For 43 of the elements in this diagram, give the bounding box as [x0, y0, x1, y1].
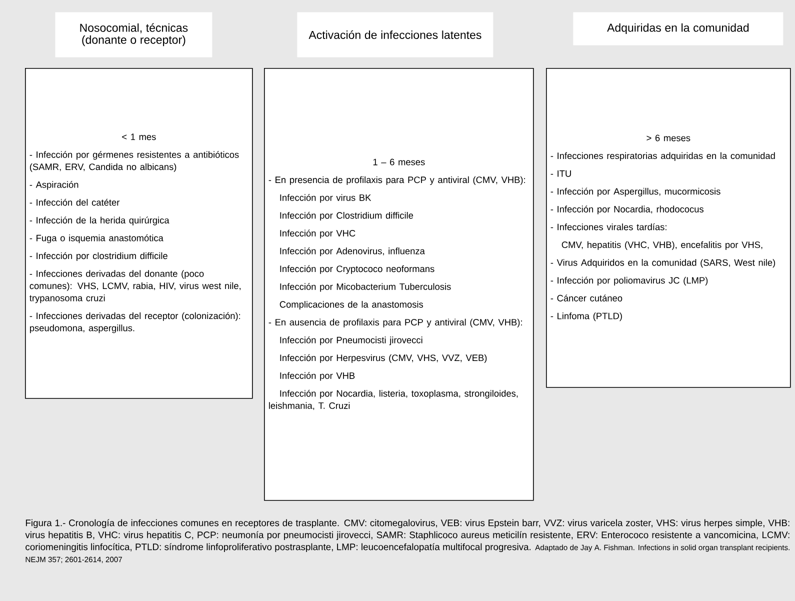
list-box	[546, 68, 791, 388]
period-heading: 1 – 6 meses	[373, 158, 425, 166]
list-item: - Linfoma (PTLD)	[550, 312, 622, 322]
period-heading: < 1 mes	[122, 134, 156, 140]
list-box	[264, 68, 534, 501]
heading-box: Adquiridas en la comunidad	[573, 12, 784, 46]
list-item: Infección por VHB	[280, 372, 355, 381]
list-item: Infección por Cryptococo neoformans	[280, 265, 434, 274]
list-item: Infección por virus BK	[280, 194, 372, 203]
list-item: - Infección del catéter	[30, 198, 120, 206]
list-box	[25, 68, 253, 399]
list-item: Complicaciones de la anastomosis	[280, 300, 423, 310]
list-item: Infección por Nocardia, listeria, toxoplasma, strongiloides, leishmania, T. Cruzi	[269, 390, 518, 410]
list-item: - En presencia de profilaxis para PCP y antiviral (CMV, VHB):	[268, 176, 525, 185]
list-item: - ITU	[550, 170, 571, 177]
list-item: - Infección por clostridium difficile	[30, 252, 168, 261]
list-item: Infección por Pneumocisti jirovecci	[280, 336, 422, 346]
list-item: Infección por Clostridium difficile	[280, 212, 414, 221]
heading-box: Activación de infecciones latentes	[297, 12, 494, 58]
list-item: - Infección de la herida quirúrgica	[30, 216, 170, 226]
list-item: - En ausencia de profilaxis para PCP y antiviral (CMV, VHB):	[268, 318, 522, 328]
heading-box: Nosocomial, técnicas (donante o receptor)	[55, 12, 212, 58]
list-item: Infección por Micobacterium Tuberculosis	[280, 283, 451, 292]
caption: Figura 1.- Cronología de infecciones comunes en receptores de trasplante. CMV: citomegalovirus, VEB: virus Epstein barr, VVZ: virus varicela zoster, VHS: virus herpes simple, VHB:	[26, 519, 790, 528]
list-item: Infección por VHC	[280, 230, 356, 238]
list-item: - Infecciones derivadas del receptor (colonización): pseudomona, aspergillus.	[30, 312, 240, 334]
list-item: - Infecciones virales tardías:	[550, 223, 666, 230]
list-item: - Infección por Aspergillus, mucormicosis	[550, 188, 720, 196]
list-item: - Infección por Nocardia, rhodococus	[550, 206, 704, 214]
list-item: - Aspiración	[30, 181, 78, 190]
caption: virus hepatitis B, VHC: virus hepatitis C, PCP: neumonía por pneumocisti jirovecci, SAMR: Staphlicoco aureus meticilín resistente, ERV: Enterococo resistente a vancomicina, LCMV:	[25, 531, 790, 540]
caption: coriomeningitis linfocítica, PTLD: síndrome linfoproliferativo postrasplante, LMP: leucoencefalopatía multifocal progresiva.	[26, 543, 531, 552]
period-heading: > 6 meses	[646, 134, 690, 142]
list-item: - Infección por poliomavirus JC (LMP)	[550, 276, 708, 286]
list-item: - Infección por gérmenes resistentes a antibióticos (SAMR, ERV, Candida no albicans)	[30, 151, 239, 172]
list-item: CMV, hepatitis (VHC, VHB), encefalitis por VHS,	[562, 241, 762, 250]
list-item: - Infecciones respiratorias adquiridas en la comunidad	[550, 152, 775, 161]
list-item: - Fuga o isquemia anastomótica	[30, 234, 164, 244]
list-item: - Cáncer cutáneo	[550, 294, 622, 302]
list-item: Infección por Herpesvirus (CMV, VHS, VVZ, VEB)	[280, 354, 487, 363]
list-item: Infección por Adenovirus, influenza	[280, 247, 425, 256]
list-item: - Infecciones derivadas del donante (poco comunes): VHS, LCMV, rabia, HIV, virus west nile, trypanosoma cruzi	[30, 270, 241, 304]
list-item: - Virus Adquiridos en la comunidad (SARS, West nile)	[550, 259, 776, 268]
